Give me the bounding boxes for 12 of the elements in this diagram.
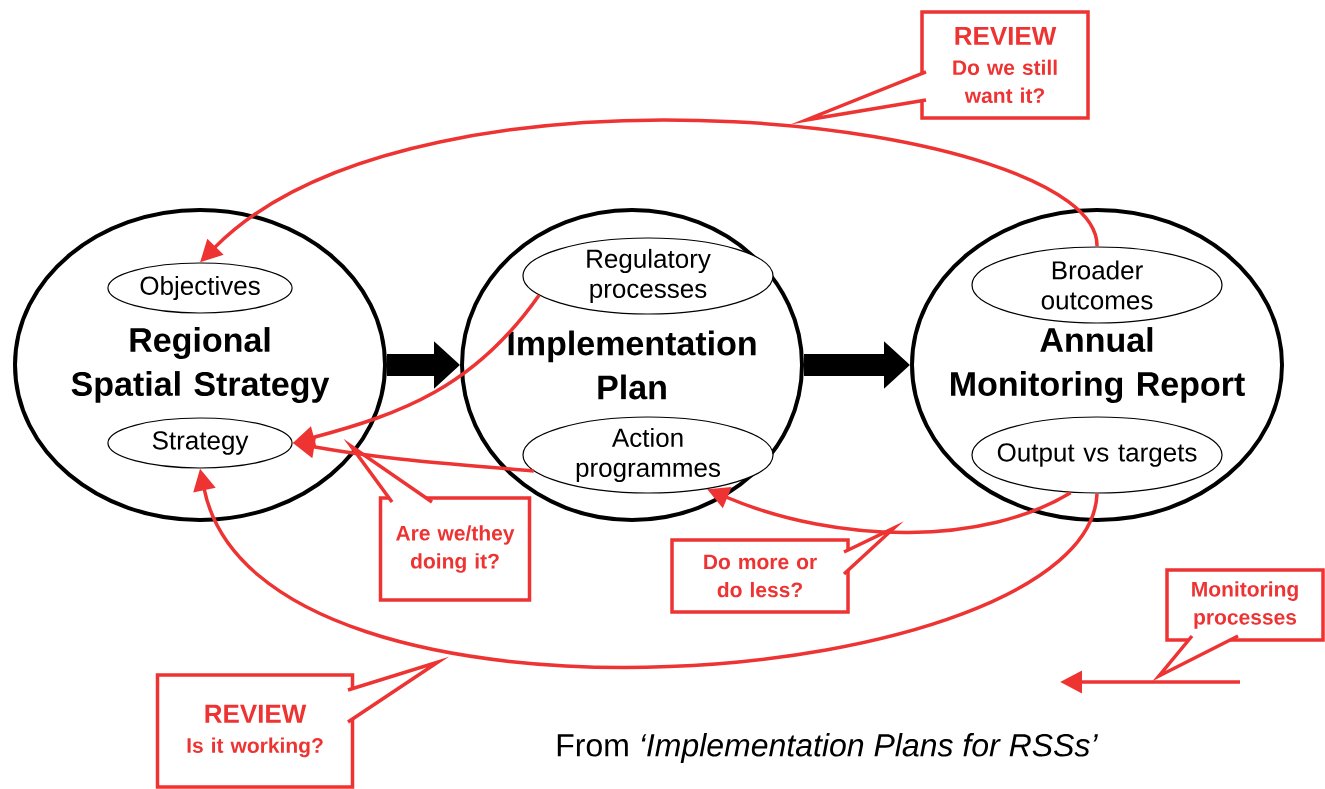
- ellipse-node: Action programmes: [522, 416, 774, 494]
- callout-box: Do more or do less?: [670, 521, 904, 614]
- ellipse-node: Broader outcomes: [971, 246, 1223, 324]
- ellipse-node: Output vs targets: [971, 416, 1223, 494]
- callout-box: Are we/they doing it?: [343, 438, 532, 602]
- ellipse-node: Regulatory processes: [522, 237, 774, 315]
- callout-box: Monitoring processes: [1152, 568, 1325, 682]
- ellipse-node: Objectives: [107, 262, 293, 314]
- callout-box: REVIEW Is it working?: [155, 656, 450, 789]
- ellipse-node: Strategy: [107, 417, 293, 469]
- caption: From ‘Implementation Plans for RSSs’: [557, 733, 1098, 763]
- callout-box: REVIEW Do we still want it?: [790, 10, 1090, 125]
